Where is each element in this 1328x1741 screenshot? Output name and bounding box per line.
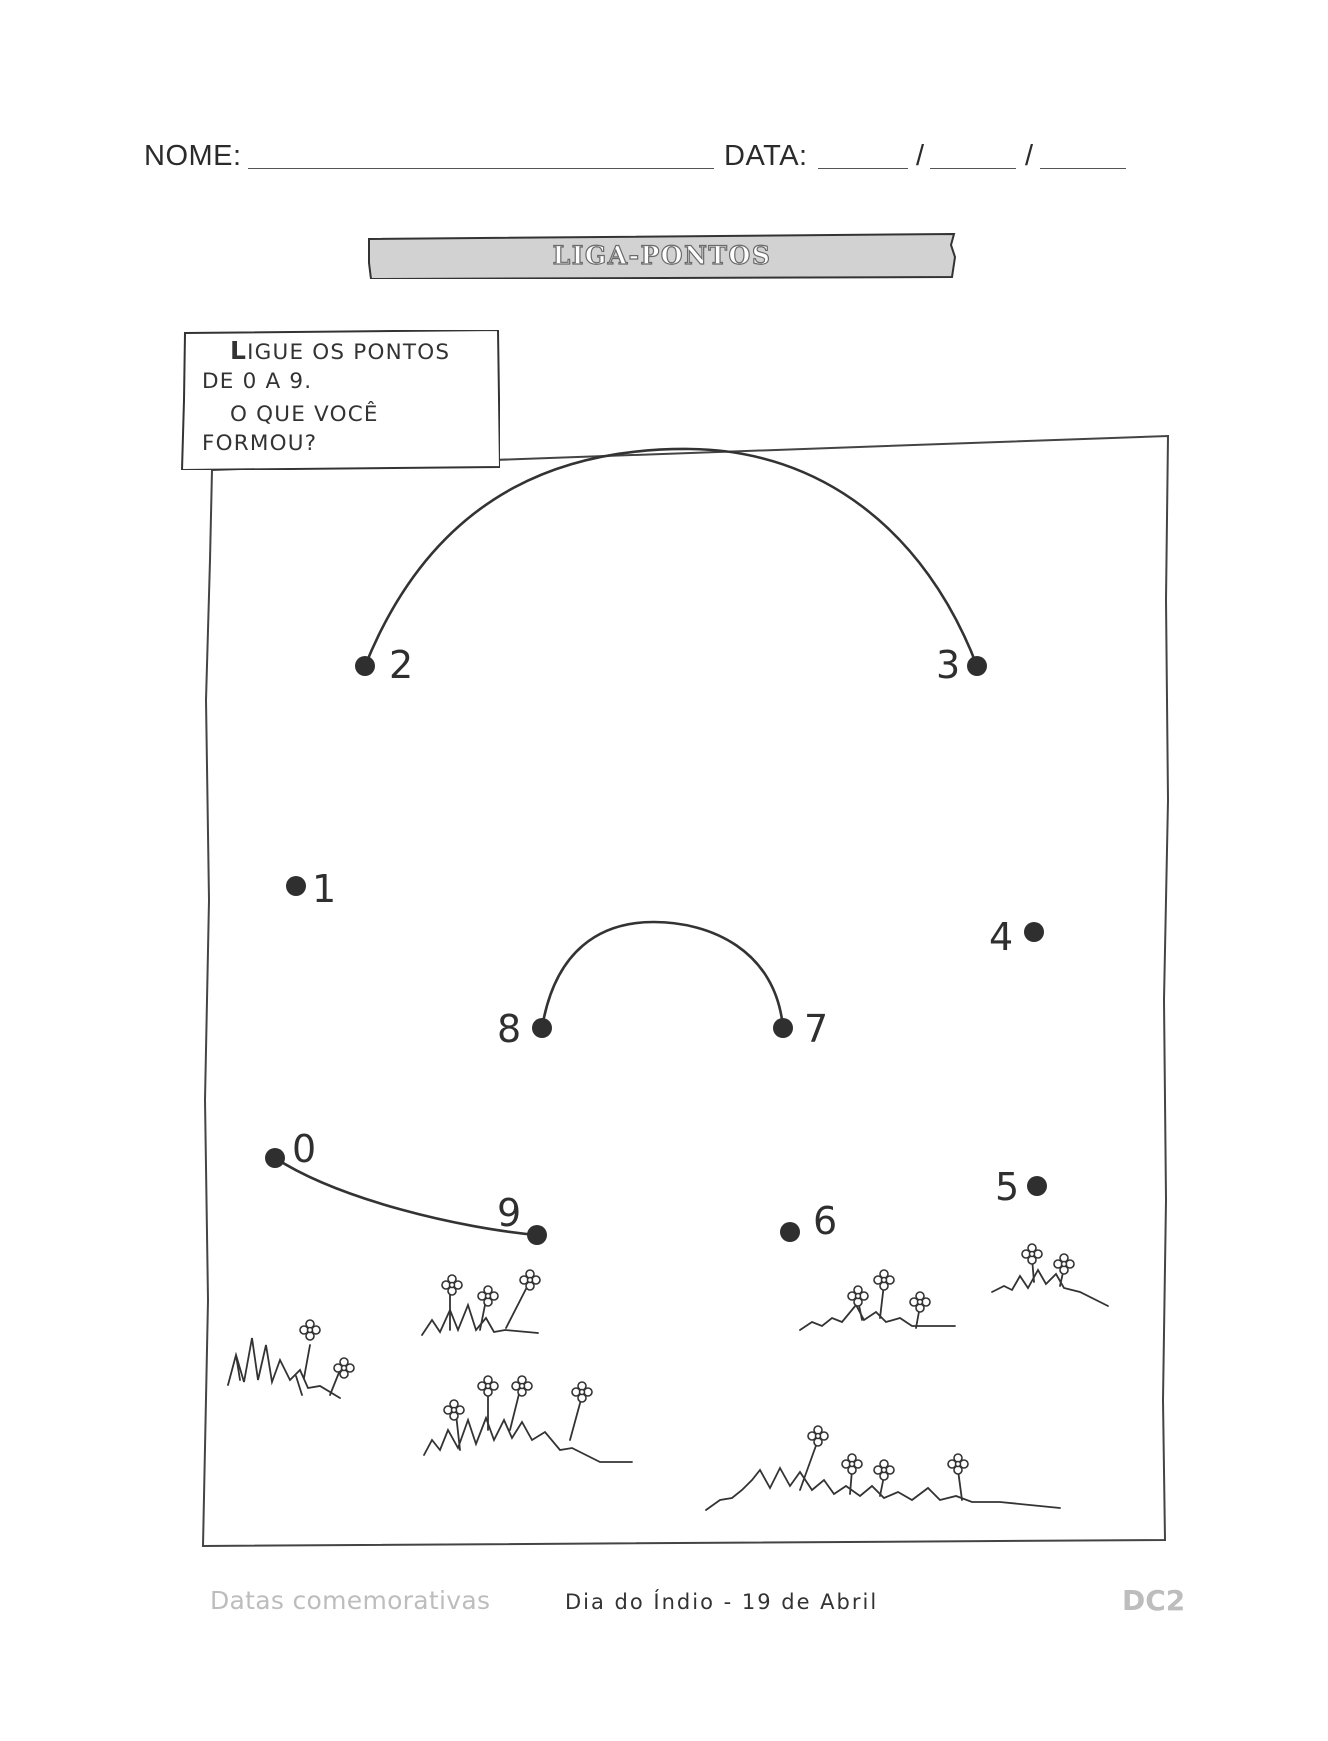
dot-label-8: 8 xyxy=(497,1007,521,1051)
dot-2 xyxy=(355,656,375,676)
date-separator-1: / xyxy=(916,140,925,172)
curve-2-3 xyxy=(363,447,979,667)
dot-label-5: 5 xyxy=(995,1165,1019,1209)
instruction-text: LIGUE OS PONTOS DE 0 A 9. O QUE VOCÊ FOR… xyxy=(202,336,492,458)
dot-label-6: 6 xyxy=(813,1199,837,1243)
flowers xyxy=(299,1243,1075,1481)
banner-shape xyxy=(368,233,956,279)
dot-label-9: 9 xyxy=(497,1191,521,1235)
date-separator-2: / xyxy=(1025,140,1034,172)
dot-7 xyxy=(773,1018,793,1038)
dot-label-2: 2 xyxy=(389,643,413,687)
dot-3 xyxy=(967,656,987,676)
footer-series: Datas comemorativas xyxy=(210,1586,491,1615)
grass-and-flowers xyxy=(227,1257,1109,1511)
name-line[interactable] xyxy=(248,168,714,169)
dot-8 xyxy=(532,1018,552,1038)
footer-code: DC2 xyxy=(1122,1584,1186,1617)
date-month-line[interactable] xyxy=(930,168,1016,169)
curve-0-9 xyxy=(274,1156,538,1237)
dot-4 xyxy=(1024,922,1044,942)
dot-label-7: 7 xyxy=(804,1007,828,1051)
drawing-frame xyxy=(201,434,1170,1548)
instruction-initial: L xyxy=(230,336,248,365)
date-label: DATA: xyxy=(724,140,808,172)
instruction-box: LIGUE OS PONTOS DE 0 A 9. O QUE VOCÊ FOR… xyxy=(180,330,500,470)
dot-label-1: 1 xyxy=(312,867,336,911)
instruction-box-border xyxy=(180,330,500,470)
date-day-line[interactable] xyxy=(818,168,908,169)
dot-label-0: 0 xyxy=(292,1127,316,1171)
dot-label-4: 4 xyxy=(989,915,1013,959)
dot-6 xyxy=(780,1222,800,1242)
instruction-line-4: FORMOU? xyxy=(202,431,318,456)
title-banner: LIGA-PONTOS xyxy=(368,233,956,279)
dot-1 xyxy=(286,876,306,896)
instruction-line-3: O QUE VOCÊ xyxy=(230,402,379,427)
date-year-line[interactable] xyxy=(1040,168,1126,169)
footer-topic: Dia do Índio - 19 de Abril xyxy=(565,1590,879,1614)
name-label: NOME: xyxy=(144,140,242,172)
curve-8-7 xyxy=(540,920,785,1029)
dot-0 xyxy=(265,1148,285,1168)
instruction-line-1: IGUE OS PONTOS xyxy=(247,340,451,365)
dot-label-3: 3 xyxy=(936,643,960,687)
page-title: LIGA-PONTOS xyxy=(552,240,772,270)
dot-5 xyxy=(1027,1176,1047,1196)
instruction-line-2: DE 0 A 9. xyxy=(202,369,313,394)
dot-9 xyxy=(527,1225,547,1245)
